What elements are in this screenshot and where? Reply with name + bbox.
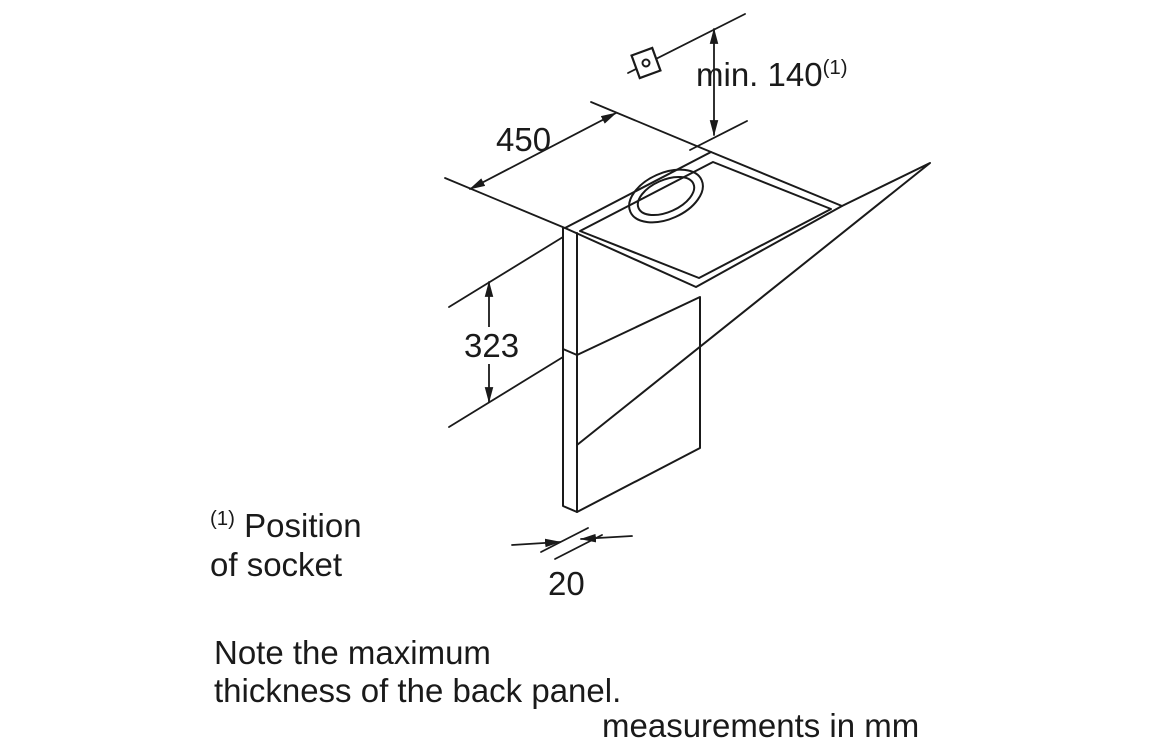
footnote-line-1: (1) Position <box>210 507 362 546</box>
note-line-1: Note the maximum <box>214 634 491 671</box>
dim-20-arrow-left <box>511 538 562 548</box>
socket-pin <box>641 58 651 68</box>
dim-20-value: 20 <box>548 565 585 602</box>
lower-front-panel <box>576 296 701 513</box>
dim-323-extension-top <box>448 236 564 308</box>
duct-outlet-inner <box>636 175 696 217</box>
note-back-panel: Note the maximum thickness of the back p… <box>214 634 621 711</box>
dimension-lines <box>444 13 748 560</box>
back-panel-joint-line <box>562 348 578 356</box>
footnote-marker: (1) <box>210 507 235 530</box>
dim-20-arrow-right <box>579 533 633 543</box>
dim-323-value: 323 <box>461 327 523 364</box>
footnote-text-1: Position <box>244 507 362 544</box>
angled-screen-edge <box>576 162 931 446</box>
dim-140-label: min. 140(1) <box>696 56 848 93</box>
footnote-text-2: of socket <box>210 545 343 583</box>
dim-140-value: min. 140 <box>696 56 823 93</box>
dim-450-value: 450 <box>496 121 552 158</box>
dim-323-extension-bottom <box>448 356 564 428</box>
socket-outline <box>630 46 662 80</box>
dim-20-tick-left <box>540 527 589 553</box>
dim-140-footnote-marker: (1) <box>822 56 848 79</box>
note-line-2: thickness of the back panel. <box>214 672 622 710</box>
dim-140-extension-bottom <box>689 120 748 151</box>
footnote-socket-position: (1) Position of socket <box>210 507 362 585</box>
duct-outlet-outer <box>628 168 704 224</box>
dim-450-label: 450 <box>496 121 552 158</box>
hood-body <box>562 151 931 513</box>
units-note: measurements in mm <box>602 707 920 742</box>
socket-icon <box>630 46 662 80</box>
dim-323-label: 323 <box>461 327 523 364</box>
dim-20-label: 20 <box>548 565 585 602</box>
dim-450-arrow <box>469 112 617 190</box>
dim-450-extension-right <box>590 101 712 153</box>
hood-top-rim <box>579 161 832 279</box>
back-panel <box>562 227 578 513</box>
dim-450-extension-left <box>444 177 566 229</box>
